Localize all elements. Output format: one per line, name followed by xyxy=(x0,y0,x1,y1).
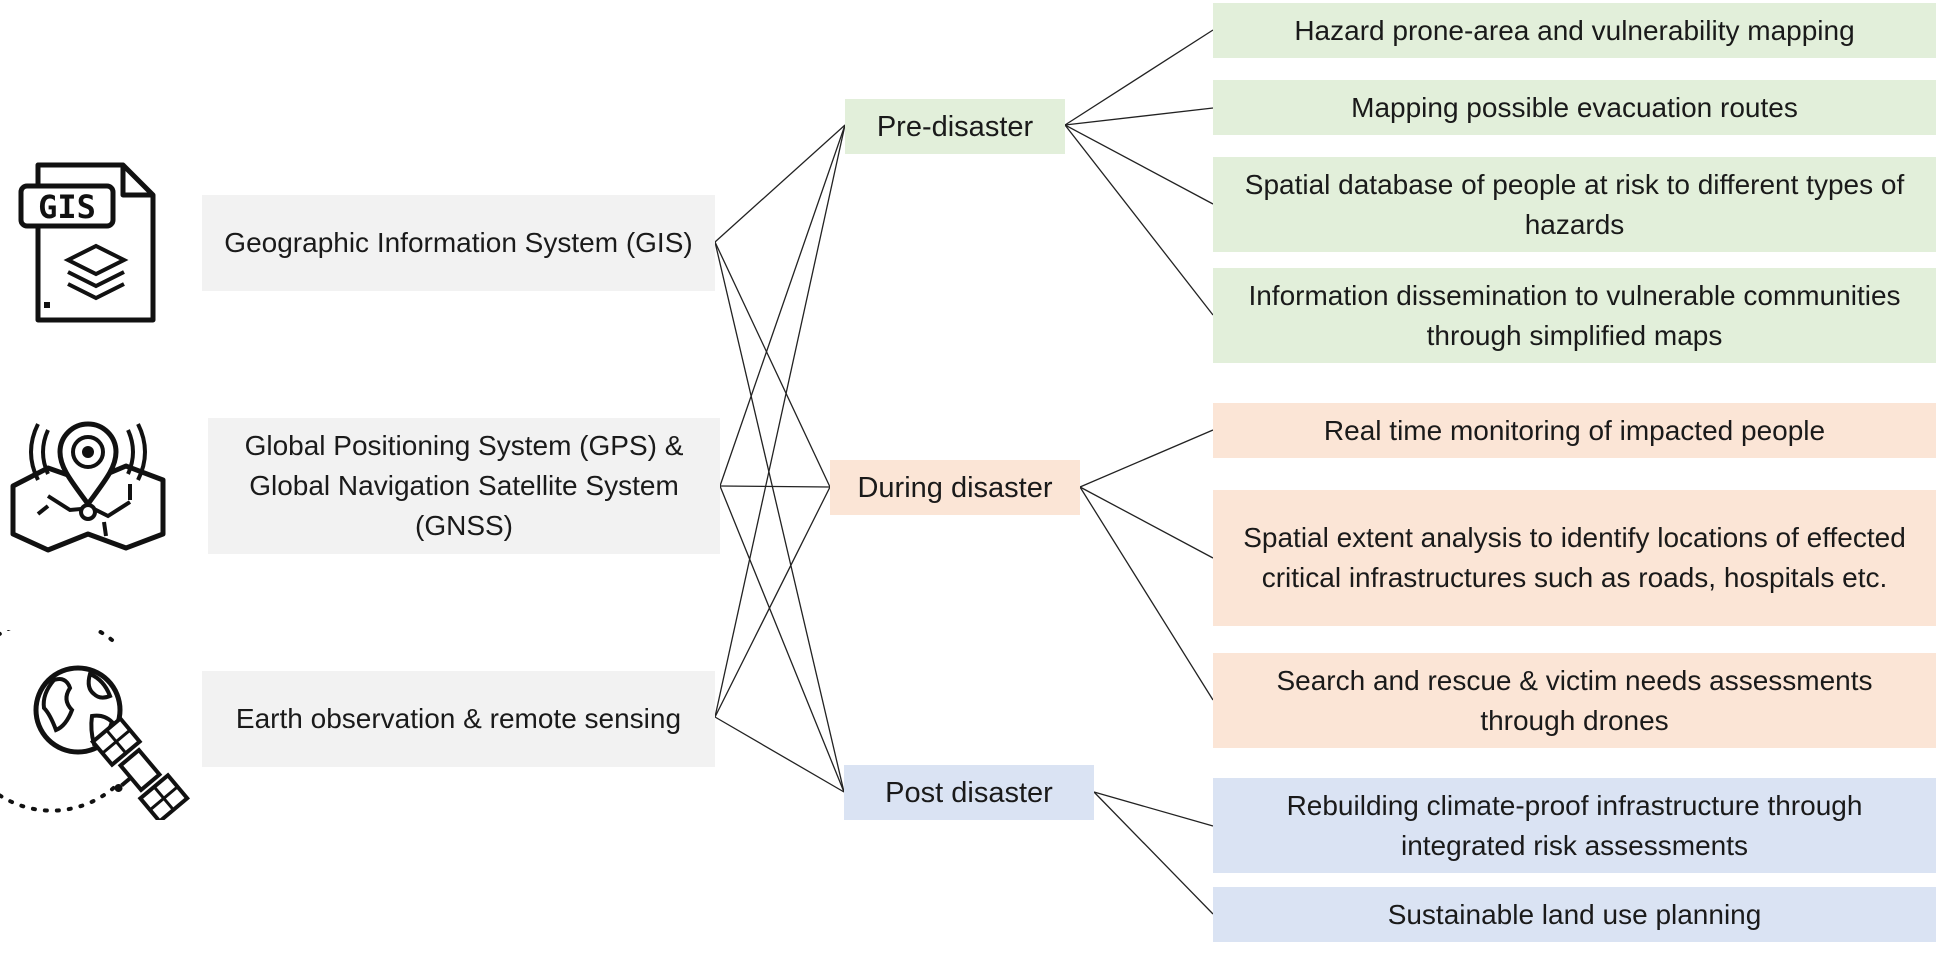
connector-line xyxy=(1093,791,1214,827)
application-label: Mapping possible evacuation routes xyxy=(1351,91,1798,123)
phase-label-during-disaster: During disaster xyxy=(857,471,1053,504)
tech-label-earth-observation: Earth observation & remote sensing xyxy=(235,703,682,734)
application-box: Real time monitoring of impacted people xyxy=(1213,403,1936,458)
location-pin-map-icon xyxy=(10,421,166,553)
connector-line xyxy=(1079,486,1214,701)
application-box: Sustainable land use planning xyxy=(1213,887,1936,942)
connector-line xyxy=(714,486,831,718)
application-box: Rebuilding climate-proof infrastructure … xyxy=(1213,778,1936,873)
application-label: Search and rescue & victim needs assessm… xyxy=(1276,664,1873,736)
application-label: Rebuilding climate-proof infrastructure … xyxy=(1286,789,1863,861)
connector-line xyxy=(714,716,845,793)
connector-line xyxy=(1079,486,1214,559)
application-box: Mapping possible evacuation routes xyxy=(1213,80,1936,135)
application-box: Search and rescue & victim needs assessm… xyxy=(1213,653,1936,748)
application-label: Sustainable land use planning xyxy=(1387,898,1762,930)
connector-line xyxy=(1064,124,1214,205)
application-box: Information dissemination to vulnerable … xyxy=(1213,268,1936,363)
gis-document-icon: GIS xyxy=(18,162,156,323)
connector-line xyxy=(1064,124,1214,316)
connector-line xyxy=(1064,29,1214,126)
tech-box-gis: Geographic Information System (GIS) xyxy=(202,195,715,291)
phase-box-pre-disaster: Pre-disaster xyxy=(845,99,1065,154)
connector-line xyxy=(1093,791,1214,915)
application-box: Spatial database of people at risk to di… xyxy=(1213,157,1936,252)
application-label: Hazard prone-area and vulnerability mapp… xyxy=(1294,14,1855,46)
connector-line xyxy=(714,241,831,488)
satellite-earth-icon xyxy=(0,630,190,820)
application-box: Spatial extent analysis to identify loca… xyxy=(1213,490,1936,626)
phase-box-post-disaster: Post disaster xyxy=(844,765,1094,820)
phase-label-pre-disaster: Pre-disaster xyxy=(876,110,1034,143)
gis-icon-text: GIS xyxy=(38,188,96,226)
application-label: Real time monitoring of impacted people xyxy=(1323,414,1826,446)
application-label: Spatial database of people at risk to di… xyxy=(1244,168,1905,240)
connector-line xyxy=(719,485,845,793)
connector-line xyxy=(719,485,831,488)
tech-box-earth-observation: Earth observation & remote sensing xyxy=(202,671,715,767)
connector-line xyxy=(714,124,846,718)
tech-label-gps: Global Positioning System (GPS) & Global… xyxy=(244,430,684,541)
connector-line xyxy=(719,124,846,487)
application-label: Information dissemination to vulnerable … xyxy=(1248,279,1901,351)
tech-label-gis: Geographic Information System (GIS) xyxy=(224,227,693,258)
connector-line xyxy=(1064,107,1214,126)
tech-box-gps: Global Positioning System (GPS) & Global… xyxy=(208,418,720,554)
phase-label-post-disaster: Post disaster xyxy=(885,776,1053,809)
connector-line xyxy=(1079,429,1214,488)
application-label: Spatial extent analysis to identify loca… xyxy=(1243,522,1906,593)
connector-line xyxy=(714,241,845,793)
phase-box-during-disaster: During disaster xyxy=(830,460,1080,515)
connector-line xyxy=(714,124,846,243)
application-box: Hazard prone-area and vulnerability mapp… xyxy=(1213,3,1936,58)
